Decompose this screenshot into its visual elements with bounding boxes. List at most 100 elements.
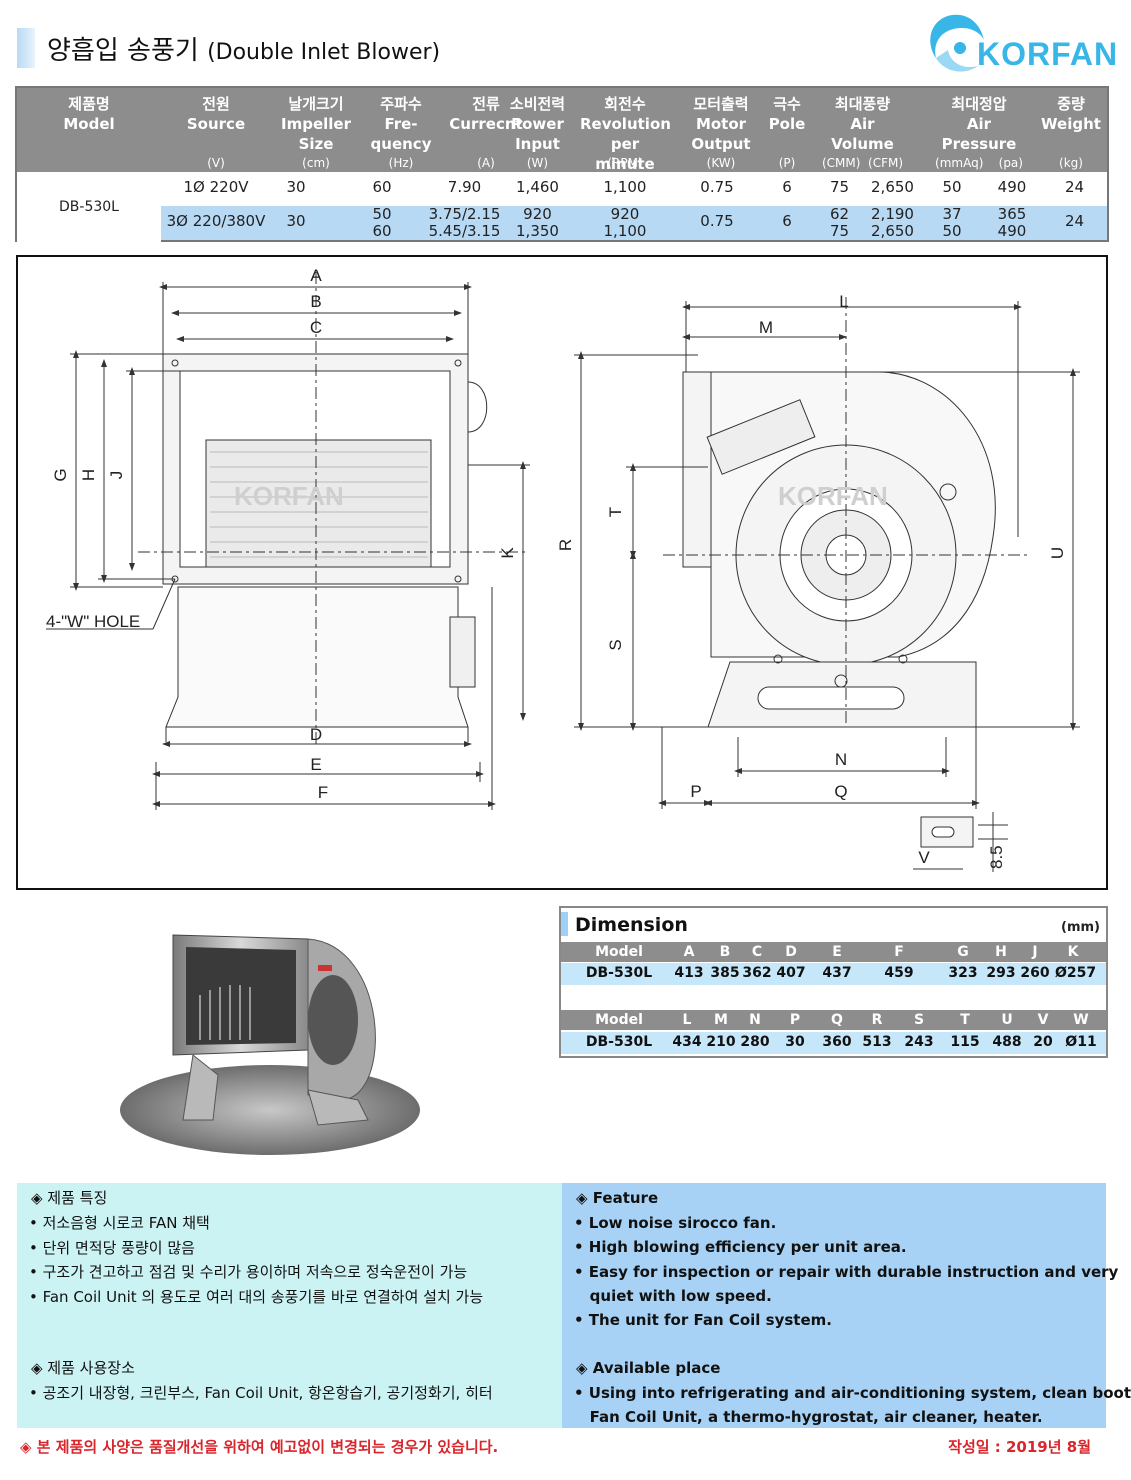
spec-cell-power: 1,460	[516, 178, 559, 196]
feature-en-item: quiet with low speed.	[574, 1286, 772, 1305]
spec-col-en: Pole	[768, 115, 806, 133]
spec-col-en: Air	[966, 115, 992, 133]
dim-label-G: G	[51, 468, 70, 481]
dim-v1-7: 323	[948, 965, 978, 981]
spec-col-en: Output	[691, 135, 751, 153]
dim-h1-0: Model	[595, 944, 643, 960]
spec-col-en: Source	[186, 115, 246, 133]
spec-cell-rpm: 920 1,100	[603, 205, 647, 240]
spec-col-en: per minute	[595, 135, 655, 173]
spec-col-en: Size	[298, 135, 334, 153]
spec-col-en: Currecnt	[449, 115, 523, 133]
dim-h1-4: D	[785, 944, 797, 960]
spec-cell-cmm: 62 75	[829, 205, 850, 240]
spec-cell-weight: 24	[1064, 178, 1085, 196]
spec-col-ko: 회전수	[604, 95, 646, 113]
spec-col-ko: 중량	[1057, 95, 1085, 113]
feature-ko-item: • 단위 면적당 풍량이 많음	[29, 1238, 195, 1257]
spec-col-unit: (cm)	[302, 156, 330, 170]
dim-v1-3: 362	[742, 965, 772, 981]
features-panel: ◈ 제품 특징 • 저소음형 시로코 FAN 채택 • 단위 면적당 풍량이 많음 •…	[17, 1183, 1131, 1428]
dim-label-U: U	[1048, 547, 1067, 559]
dim-label-P: P	[690, 782, 701, 801]
logo-text: KORFAN	[977, 36, 1119, 72]
spec-col-unit: (KW)	[706, 156, 736, 170]
dim-v2-10: 20	[1033, 1034, 1053, 1050]
slot-label: 8.5	[987, 845, 1006, 869]
title-accent	[17, 28, 35, 68]
footer-date: 작성일 : 2019년 8월	[948, 1438, 1091, 1456]
spec-cell-pole: 6	[782, 178, 792, 196]
feature-ko-title: ◈ 제품 특징	[31, 1189, 108, 1207]
spec-cell-cmm: 75	[829, 178, 850, 196]
feature-ko-item: • 구조가 견고하고 점검 및 수리가 용이하며 저속으로 정숙운전이 가능	[29, 1263, 468, 1281]
dim-h1-5: E	[832, 944, 842, 960]
feature-ko-item: • 저소음형 시로코 FAN 채택	[29, 1214, 210, 1232]
spec-cell-current: 3.75/2.15 5.45/3.15	[428, 205, 501, 240]
spec-col-unit: (CMM) (CFM)	[821, 156, 904, 170]
spec-col-6: 회전수 Revolution per minute	[580, 94, 671, 174]
spec-cell-cfm: 2,190 2,650	[871, 205, 914, 240]
dim-label-K: K	[498, 547, 517, 559]
features-korean: ◈ 제품 특징 • 저소음형 시로코 FAN 채택 • 단위 면적당 풍량이 많음 •…	[17, 1183, 562, 1428]
spec-col-ko: 최대정압	[951, 95, 1007, 113]
blower-photo-image	[120, 934, 420, 1155]
dim-label-N: N	[835, 750, 847, 769]
dim-v2-2: 210	[706, 1034, 736, 1050]
feature-en-item: • Easy for inspection or repair with dur…	[574, 1262, 1119, 1281]
dimension-title-accent	[561, 912, 568, 936]
dim-v2-3: 280	[740, 1034, 770, 1050]
feature-en-item: • Low noise sirocco fan.	[574, 1214, 777, 1232]
spec-col-en: quency	[370, 135, 432, 153]
dim-label-L: L	[839, 292, 848, 311]
dim-v1-10: Ø257	[1055, 965, 1097, 981]
spec-cell-impeller: 30	[286, 212, 306, 230]
spec-cell-output: 0.75	[700, 212, 734, 230]
dim-h1-6: F	[894, 944, 904, 960]
dim-h2-11: W	[1073, 1012, 1089, 1028]
spec-col-en: Motor	[695, 115, 747, 133]
spec-col-ko: 최대풍량	[834, 95, 891, 113]
spec-cell-pa: 490	[997, 178, 1027, 196]
dim-label-Q: Q	[834, 782, 847, 801]
page-title: 양흡입 송풍기 (Double Inlet Blower)	[47, 30, 440, 67]
spec-col-unit: (A)	[477, 156, 495, 170]
feature-en-item: • High blowing efficiency per unit area.	[574, 1238, 907, 1257]
spec-col-ko: 주파수	[380, 95, 422, 113]
dim-h2-2: M	[714, 1012, 728, 1028]
dim-h2-7: S	[913, 1012, 925, 1028]
dim-label-T: T	[606, 507, 625, 517]
dim-h2-6: R	[871, 1012, 883, 1028]
dim-label-F: F	[318, 783, 328, 802]
dim-v1-1: 413	[674, 965, 704, 981]
spec-col-ko: 소비전력	[509, 95, 566, 113]
feature-en-item: • The unit for Fan Coil system.	[574, 1311, 832, 1330]
spec-cell-freq: 50 60	[372, 205, 392, 240]
spec-col-en: Revolution	[580, 115, 671, 133]
feature-ko-item: • Fan Coil Unit 의 용도로 여러 대의 송풍기를 바로 연결하여…	[29, 1287, 484, 1306]
dim-v2-6: 513	[862, 1034, 892, 1050]
dim-v2-0: DB-530L	[585, 1034, 653, 1050]
dim-v2-4: 30	[785, 1034, 805, 1050]
spec-cell-power: 920 1,350	[516, 205, 559, 240]
spec-cell-source: 3Ø 220/380V	[166, 212, 266, 230]
feature-en-title: ◈ Feature	[576, 1189, 659, 1207]
spec-col-en: Power	[511, 115, 564, 133]
fan-logo-icon	[930, 14, 984, 72]
spec-col-unit: (V)	[207, 156, 225, 170]
hole-label: 4-"W" HOLE	[46, 612, 140, 631]
footer-notice: ◈ 본 제품의 사양은 품질개선을 위하여 예고없이 변경되는 경우가 있습니다…	[20, 1438, 499, 1456]
spec-cell-impeller: 30	[286, 178, 306, 196]
spec-model-cell: DB-530L	[17, 172, 161, 242]
